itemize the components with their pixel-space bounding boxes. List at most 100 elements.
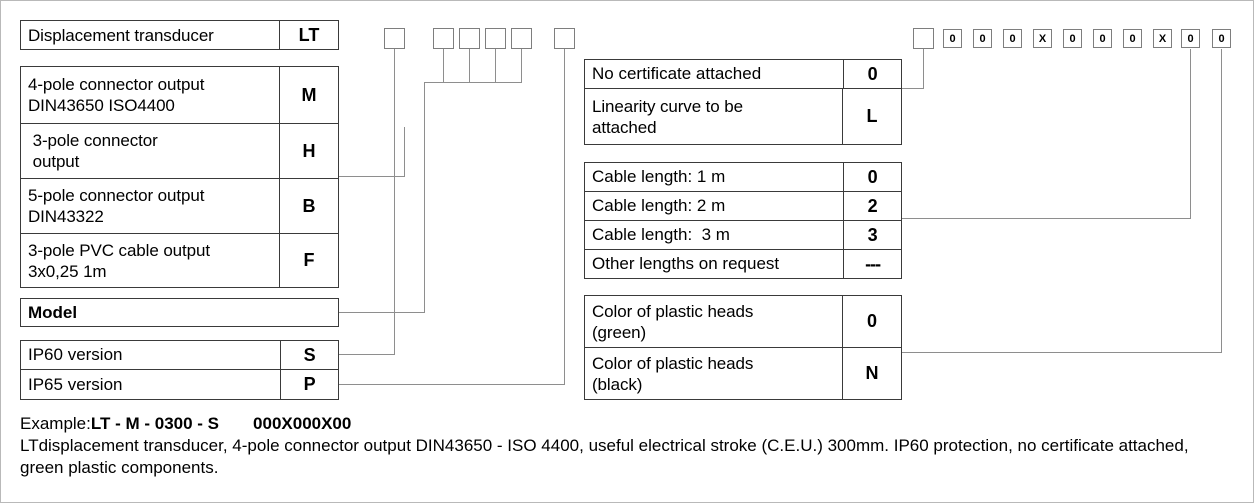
- code-box-opt-1[interactable]: 0: [943, 29, 962, 48]
- example-prefix: Example:: [20, 414, 91, 433]
- code-box-protection[interactable]: [554, 28, 575, 49]
- connector-desc: 3-pole PVC cable output 3x0,25 1m: [21, 234, 279, 287]
- table-row: Color of plastic heads (green) 0: [585, 296, 901, 348]
- code-box-opt-8[interactable]: X: [1153, 29, 1172, 48]
- code-box-stroke-2[interactable]: [485, 28, 506, 49]
- leader-line: [902, 352, 1222, 353]
- leader-line: [424, 82, 522, 83]
- table-row: IP60 version S: [21, 341, 338, 370]
- code-box-opt-7[interactable]: 0: [1123, 29, 1142, 48]
- certificate-code: L: [842, 89, 901, 144]
- certificate-desc: No certificate attached: [592, 64, 762, 83]
- code-box-connector[interactable]: [433, 28, 454, 49]
- connector-code: M: [279, 67, 338, 123]
- protection-code: P: [280, 370, 338, 399]
- desc-line: 5-pole connector output: [28, 186, 205, 205]
- color-table: Color of plastic heads (green) 0 Color o…: [584, 295, 902, 400]
- code-box-cable[interactable]: 0: [1181, 29, 1200, 48]
- table-row: Displacement transducer LT: [21, 21, 338, 49]
- cable-desc: Cable length: 2 m: [592, 196, 726, 215]
- desc-line: (black): [592, 374, 643, 394]
- connector-code: H: [279, 124, 338, 178]
- protection-desc: IP60 version: [28, 345, 123, 364]
- cable-desc: Other lengths on request: [592, 254, 780, 273]
- table-row: 3-pole PVC cable output 3x0,25 1m F: [21, 234, 338, 287]
- model-table: Model: [20, 298, 339, 327]
- connector-desc: 3-pole connector output: [21, 124, 279, 178]
- connector-desc: 4-pole connector output DIN43650 ISO4400: [21, 67, 279, 123]
- leader-line: [339, 176, 405, 177]
- model-label: Model: [28, 302, 78, 322]
- protection-table: IP60 version S IP65 version P: [20, 340, 339, 400]
- desc-line: Linearity curve to be: [592, 96, 743, 116]
- leader-line: [404, 127, 405, 177]
- connector-code: F: [279, 234, 338, 287]
- color-code: 0: [842, 296, 901, 347]
- certificate-code: 0: [843, 60, 901, 88]
- connector-desc: 5-pole connector output DIN43322: [21, 179, 279, 233]
- code-box-stroke-1[interactable]: [459, 28, 480, 49]
- table-row: Other lengths on request ---: [585, 250, 901, 278]
- leader-line: [339, 354, 395, 355]
- certificate-table: No certificate attached 0 Linearity curv…: [584, 59, 902, 145]
- table-row: Cable length: 3 m 3: [585, 221, 901, 250]
- leader-line: [394, 49, 395, 354]
- table-row: Cable length: 1 m 0: [585, 163, 901, 192]
- leader-line: [339, 384, 565, 385]
- leader-line: [424, 82, 425, 312]
- example-code: LT - M - 0300 - S: [90, 414, 220, 433]
- title-table: Displacement transducer LT: [20, 20, 339, 50]
- desc-line: 3x0,25 1m: [28, 261, 107, 281]
- desc-line: 4-pole connector output: [28, 75, 205, 94]
- leader-line: [902, 88, 924, 89]
- leader-line: [564, 49, 565, 384]
- code-box-opt-2[interactable]: 0: [973, 29, 992, 48]
- desc-line: 3-pole PVC cable output: [28, 240, 210, 260]
- cable-code: ---: [843, 250, 901, 278]
- code-box-model[interactable]: [384, 28, 405, 49]
- leader-line: [923, 49, 924, 88]
- cable-code: 2: [843, 192, 901, 220]
- leader-line: [495, 49, 496, 82]
- cable-desc: Cable length: 3 m: [592, 225, 730, 244]
- table-row: 5-pole connector output DIN43322 B: [21, 179, 338, 234]
- code-box-opt-6[interactable]: 0: [1093, 29, 1112, 48]
- connector-code: B: [279, 179, 338, 233]
- leader-line: [1190, 49, 1191, 219]
- protection-code: S: [280, 341, 338, 369]
- table-row: 3-pole connector output H: [21, 124, 338, 179]
- leader-line: [521, 49, 522, 82]
- desc-line: Color of plastic heads: [592, 353, 754, 373]
- example-suffix: 000X000X00: [253, 414, 352, 433]
- code-box-opt-4[interactable]: X: [1033, 29, 1052, 48]
- connector-table: 4-pole connector output DIN43650 ISO4400…: [20, 66, 339, 288]
- code-box-opt-3[interactable]: 0: [1003, 29, 1022, 48]
- table-row: Color of plastic heads (black) N: [585, 348, 901, 399]
- table-row: IP65 version P: [21, 370, 338, 399]
- code-box-opt-5[interactable]: 0: [1063, 29, 1082, 48]
- example-description: LTdisplacement transducer, 4-pole connec…: [20, 436, 1189, 477]
- table-row: Model: [21, 299, 338, 326]
- protection-desc: IP65 version: [28, 374, 123, 394]
- code-box-stroke-3[interactable]: [511, 28, 532, 49]
- desc-line: (green): [592, 322, 647, 342]
- cable-table: Cable length: 1 m 0 Cable length: 2 m 2 …: [584, 162, 902, 279]
- table-row: Cable length: 2 m 2: [585, 192, 901, 221]
- code-box-certificate[interactable]: [913, 28, 934, 49]
- desc-line: attached: [592, 117, 657, 137]
- table-row: 4-pole connector output DIN43650 ISO4400…: [21, 67, 338, 124]
- leader-line: [469, 49, 470, 82]
- example-block: Example:LT - M - 0300 - S 000X000X00 LTdi…: [20, 414, 1235, 479]
- certificate-desc: Linearity curve to be attached: [585, 89, 842, 144]
- leader-line: [443, 49, 444, 82]
- desc-line: output: [28, 152, 80, 171]
- color-code: N: [842, 348, 901, 399]
- code-box-color[interactable]: 0: [1212, 29, 1231, 48]
- table-row: Linearity curve to be attached L: [585, 89, 901, 144]
- title-code: LT: [279, 21, 338, 49]
- leader-line: [902, 218, 1190, 219]
- leader-line: [1221, 49, 1222, 353]
- desc-line: DIN43322: [28, 207, 104, 226]
- example-heading: Example:LT - M - 0300 - S 000X000X00: [20, 414, 1235, 434]
